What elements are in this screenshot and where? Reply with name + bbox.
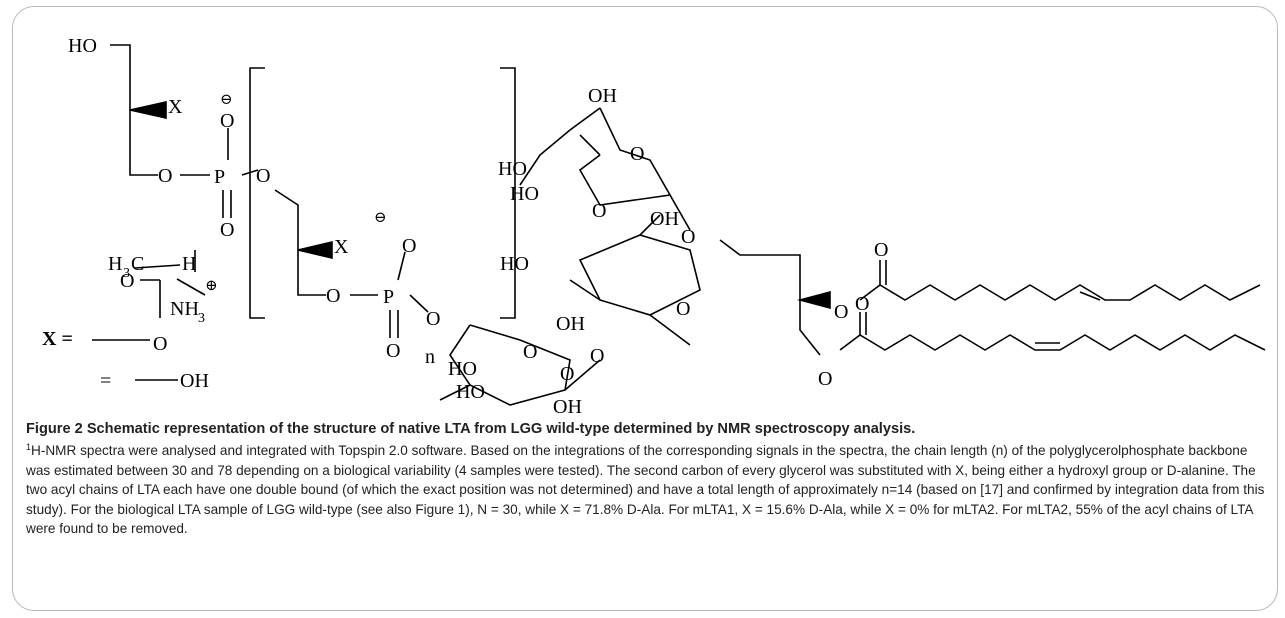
label-minus-1: ⊖ [220, 92, 233, 108]
label-o-link-1: O [681, 226, 695, 248]
label-o-ala-2: O [153, 333, 167, 355]
label-oh-sa-1: OH [588, 85, 617, 107]
label-o-4: O [256, 165, 270, 187]
label-oh-sb-1: OH [650, 208, 679, 230]
label-equals: = [100, 370, 111, 392]
label-plus: ⊕ [205, 278, 218, 294]
label-o-6: O [402, 235, 416, 257]
label-oh-x: OH [180, 370, 209, 392]
label-p-2: P [383, 286, 394, 308]
label-minus-2: ⊖ [374, 210, 387, 226]
lta-structure-diagram: HO X O P O ⊖ O O X ⊖ O P O O O n H 3 C H… [42, 35, 1266, 418]
label-o-1: O [158, 165, 172, 187]
caption-superscript: 1 [26, 442, 32, 452]
label-ho-sb-1: HO [500, 253, 529, 275]
figure-frame [12, 6, 1278, 611]
label-o-ala-1: O [120, 270, 134, 292]
structure-bonds [92, 44, 1266, 406]
caption-title: Figure 2 Schematic representation of the… [26, 421, 916, 437]
label-o-sc-2: O [560, 363, 574, 385]
label-o-carbonyl-1: O [874, 239, 888, 261]
label-oh-sb-2: OH [556, 313, 585, 335]
caption-body: 1H-NMR spectra were analysed and integra… [26, 441, 1266, 539]
label-x-equals: X = [42, 328, 73, 350]
label-o-carbonyl-2: O [855, 293, 869, 315]
label-o-2: O [220, 110, 234, 132]
label-o-8: O [426, 308, 440, 330]
label-oh-sc: OH [553, 396, 582, 418]
label-o-sc: O [523, 341, 537, 363]
label-o-5: O [326, 285, 340, 307]
label-o-sb: O [676, 298, 690, 320]
label-ho-1: HO [68, 35, 97, 57]
label-ho-sa-1: HO [498, 158, 527, 180]
label-ho-sc-1: HO [448, 358, 477, 380]
label-o-3: O [220, 219, 234, 241]
caption-text: H-NMR spectra were analysed and integrat… [26, 443, 1265, 537]
figure-caption: Figure 2 Schematic representation of the… [26, 420, 1266, 539]
label-o-sa: O [630, 143, 644, 165]
label-ho-sa-2: HO [510, 183, 539, 205]
label-h3c-3: 3 [123, 266, 130, 281]
label-h3c-h: H [108, 253, 122, 275]
label-o-sa-2: O [592, 200, 606, 222]
label-x-1: X [168, 96, 183, 118]
label-x-2: X [334, 236, 349, 258]
label-h: H [182, 253, 196, 275]
label-n: n [425, 346, 435, 368]
label-o-ester-1: O [834, 301, 848, 323]
label-o-7: O [386, 340, 400, 362]
label-o-ester-2: O [818, 368, 832, 390]
label-h3c-c: C [131, 253, 144, 275]
label-nh-3: 3 [198, 311, 205, 326]
label-nh: NH [170, 298, 199, 320]
label-ho-sc-2: HO [456, 381, 485, 403]
label-p-1: P [214, 166, 225, 188]
label-o-sb-2: O [590, 345, 604, 367]
